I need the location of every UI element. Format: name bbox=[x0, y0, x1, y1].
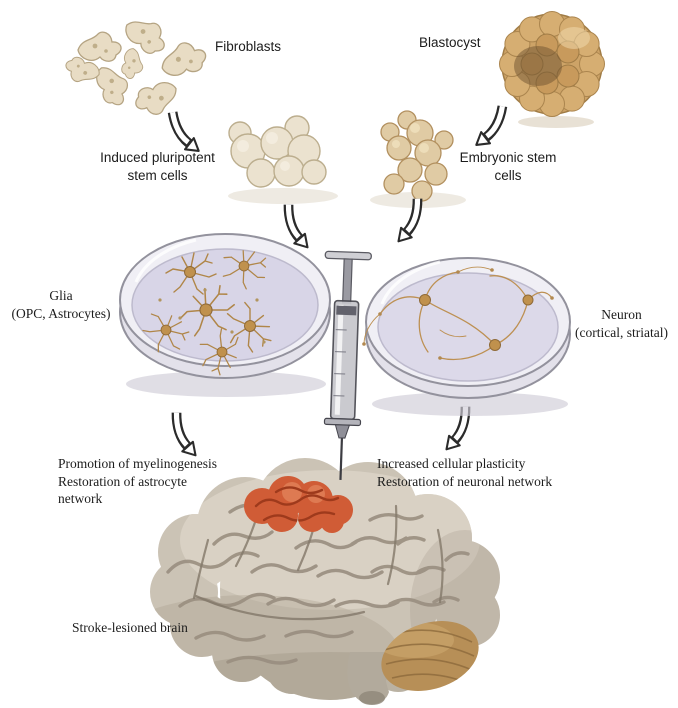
neuron-label: Neuron (cortical, striatal) bbox=[575, 307, 668, 340]
esc-cells-illustration bbox=[370, 110, 466, 208]
blastocyst-illustration bbox=[499, 11, 605, 128]
ipsc-label: Induced pluripotent stem cells bbox=[100, 150, 215, 183]
arrow-blastocyst-to-esc bbox=[473, 106, 505, 145]
fibroblast-cells-illustration bbox=[61, 9, 210, 121]
syringe-illustration bbox=[323, 250, 372, 480]
arrow-ipsc-to-glia-dish bbox=[279, 205, 317, 248]
ipsc-cells-illustration bbox=[228, 115, 338, 204]
outcome-right-label: Increased cellular plasticity Restoratio… bbox=[377, 456, 553, 489]
glia-label: Glia (OPC, Astrocytes) bbox=[11, 288, 111, 321]
petri-dish-glia bbox=[119, 233, 331, 397]
fibroblasts-label: Fibroblasts bbox=[215, 39, 282, 54]
petri-dish-neuron bbox=[362, 257, 571, 416]
outcome-left-label: Promotion of myelinogenesis Restoration … bbox=[58, 456, 217, 507]
blastocyst-label: Blastocyst bbox=[419, 35, 481, 50]
arrow-fibroblasts-to-ipsc bbox=[169, 112, 201, 151]
stroke-lesion-area bbox=[244, 476, 353, 533]
syringe-needle bbox=[339, 437, 344, 480]
arrow-glia-to-outcome bbox=[167, 413, 205, 456]
brain-label: Stroke-lesioned brain bbox=[72, 620, 188, 635]
brainstem bbox=[347, 652, 389, 705]
esc-label: Embryonic stem cells bbox=[459, 150, 557, 183]
